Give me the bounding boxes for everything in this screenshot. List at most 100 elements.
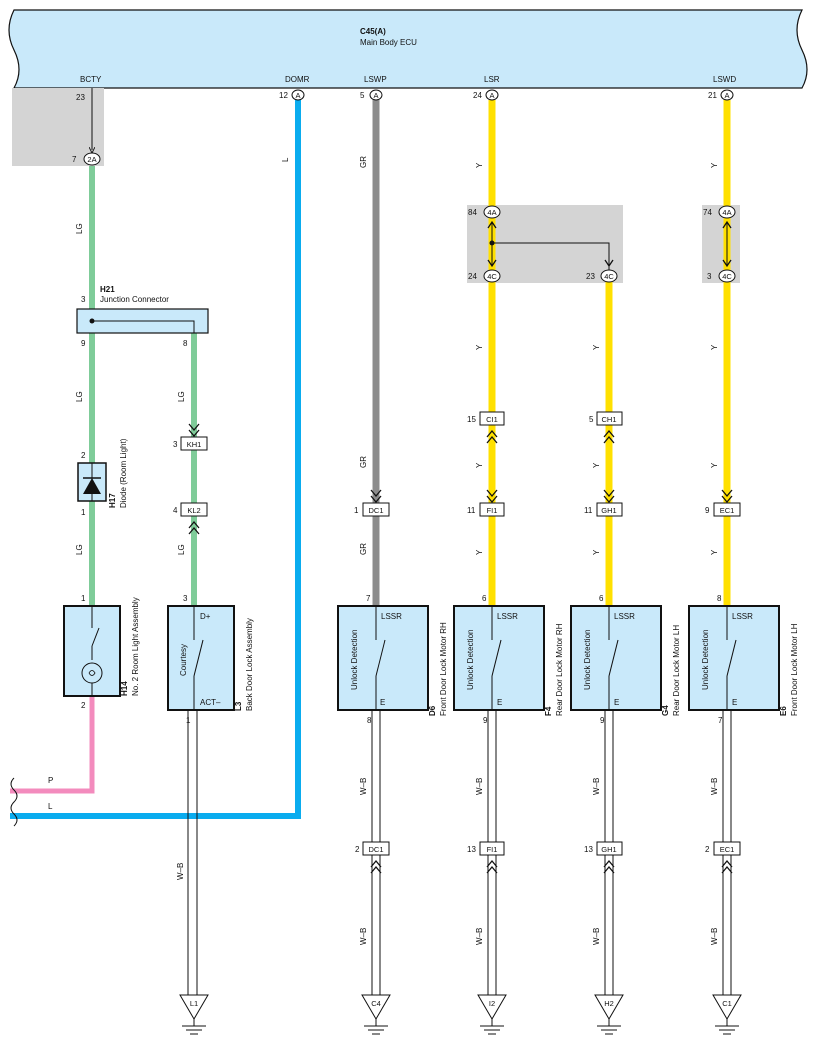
label-lg-1: LG [75, 223, 84, 234]
terminal-lswp: LSWP [364, 75, 387, 84]
label-l-1: L [281, 157, 290, 162]
label-y-5: Y [592, 344, 601, 350]
f4-pin-bottom: 9 [483, 716, 488, 725]
g4-lssr: LSSR [614, 612, 635, 621]
l3-pin-top: 3 [183, 594, 188, 603]
label-l-2: L [48, 802, 53, 811]
label-y-8: Y [710, 162, 719, 168]
inline-connectors: 3 KH1 4 KL2 15 CI1 5 CH1 1 DC1 11 FI1 11… [173, 411, 741, 874]
label-y-7: Y [592, 549, 601, 555]
wire-break-mark [10, 777, 18, 827]
fi1-bot-pin: 13 [467, 845, 476, 854]
label-y-10: Y [710, 462, 719, 468]
wire-domr-l [10, 95, 301, 819]
l3-switch-label: Courtesy [179, 644, 188, 676]
g4-pin-bottom: 9 [600, 716, 605, 725]
label-lg-4: LG [177, 391, 186, 402]
h21-name: Junction Connector [100, 295, 169, 304]
junction-block-lswd [702, 205, 740, 283]
h17-pin-bottom: 1 [81, 508, 86, 517]
e6-e: E [732, 698, 737, 707]
h17-code: H17 [108, 493, 117, 508]
conn-lswd: A [724, 91, 729, 100]
fi1-bot-code: FI1 [487, 845, 498, 854]
label-p: P [48, 776, 53, 785]
label-gr-2: GR [359, 456, 368, 468]
h17-diode: 2 1 H17 Diode (Room Light) [77, 438, 128, 517]
kl2-pin: 4 [173, 506, 178, 515]
d6-lssr: LSSR [381, 612, 402, 621]
wire-color-labels: LG LG LG LG LG L GR GR GR Y Y Y Y Y Y Y … [48, 156, 719, 945]
ground-label-c4: C4 [371, 999, 381, 1008]
jb-lswd-pin-out: 3 [707, 272, 712, 281]
label-wb-1: W–B [176, 863, 185, 880]
junction-connectors: 7 2A 84 4A 24 4C 23 4C 74 4A 3 4C [72, 152, 736, 283]
terminal-domr: DOMR [285, 75, 310, 84]
ecu-code: C45(A) [360, 27, 386, 36]
label-gr-3: GR [359, 543, 368, 555]
grounds: L1 C4 I2 H2 [179, 994, 742, 1035]
h14-room-light: 1 2 H14 No. 2 Room Light Assembly [63, 594, 140, 710]
dc1-top-pin: 1 [354, 506, 359, 515]
jb-lsr-conn-out2: 4C [604, 272, 614, 281]
pin-lswd: 21 [708, 91, 717, 100]
diode-icon [83, 478, 101, 494]
d6-pin-top: 7 [366, 594, 371, 603]
kl2-code: KL2 [187, 506, 200, 515]
h14-code: H14 [120, 681, 129, 696]
pin-domr: 12 [279, 91, 288, 100]
h14-pin-top: 1 [81, 594, 86, 603]
e6-pin-bottom: 7 [718, 716, 723, 725]
h21-pin-bottom-right: 8 [183, 339, 188, 348]
motor-f4: 6 LSSR Unlock Detection E 9 F4 Rear Door… [453, 594, 564, 725]
ec1-top-code: EC1 [720, 506, 735, 515]
gh1-top-code: GH1 [601, 506, 616, 515]
label-gr-1: GR [359, 156, 368, 168]
h21-pin-bottom-left: 9 [81, 339, 86, 348]
conn-domr: A [295, 91, 300, 100]
ch1-code: CH1 [601, 415, 616, 424]
h17-name: Diode (Room Light) [119, 438, 128, 508]
f4-switch: Unlock Detection [466, 630, 475, 690]
kh1-pin: 3 [173, 440, 178, 449]
conn-lsr: A [489, 91, 494, 100]
terminal-bcty: BCTY [80, 75, 102, 84]
jb-lsr-pin-in: 84 [468, 208, 477, 217]
jb-lsr-pin-out1: 24 [468, 272, 477, 281]
pin-lswp: 5 [360, 91, 365, 100]
label-y-6: Y [592, 462, 601, 468]
switch-icon [491, 639, 502, 677]
ground-c1: C1 [712, 994, 742, 1035]
ground-wires [187, 710, 732, 995]
label-wb-5: W–B [475, 928, 484, 945]
ec1-bot-pin: 2 [705, 845, 710, 854]
g4-pin-top: 6 [599, 594, 604, 603]
jb-bcty-conn: 2A [87, 155, 96, 164]
e6-name: Front Door Lock Motor LH [790, 623, 799, 716]
e6-lssr: LSSR [732, 612, 753, 621]
l3-pin-bottom: 1 [186, 716, 191, 725]
ground-h2: H2 [594, 994, 624, 1035]
g4-name: Rear Door Lock Motor LH [672, 625, 681, 716]
l3-back-door-lock: 3 D+ Courtesy ACT– 1 L3 Back Door Lock A… [167, 594, 254, 725]
label-y-2: Y [475, 344, 484, 350]
f4-name: Rear Door Lock Motor RH [555, 623, 564, 716]
jb-lswd-conn-out: 4C [722, 272, 732, 281]
ground-label-h2: H2 [604, 999, 614, 1008]
h21-pin-top: 3 [81, 295, 86, 304]
jb-lswd-pin-in: 74 [703, 208, 712, 217]
pin-lsr: 24 [473, 91, 482, 100]
label-lg-3: LG [75, 544, 84, 555]
h14-pin-bottom: 2 [81, 701, 86, 710]
motor-e6: 8 LSSR Unlock Detection E 7 E6 Front Doo… [688, 594, 799, 725]
l3-label-bottom: ACT– [200, 698, 221, 707]
fi1-top-pin: 11 [467, 506, 476, 515]
ec1-top-pin: 9 [705, 506, 710, 515]
ground-l1: L1 [179, 994, 209, 1035]
jb-lswd-conn-in: 4A [722, 208, 731, 217]
main-body-ecu: C45(A) Main Body ECU BCTY DOMR LSWP LSR … [8, 9, 808, 89]
terminal-lsr: LSR [484, 75, 500, 84]
terminal-lswd: LSWD [713, 75, 736, 84]
ch1-pin: 5 [589, 415, 594, 424]
